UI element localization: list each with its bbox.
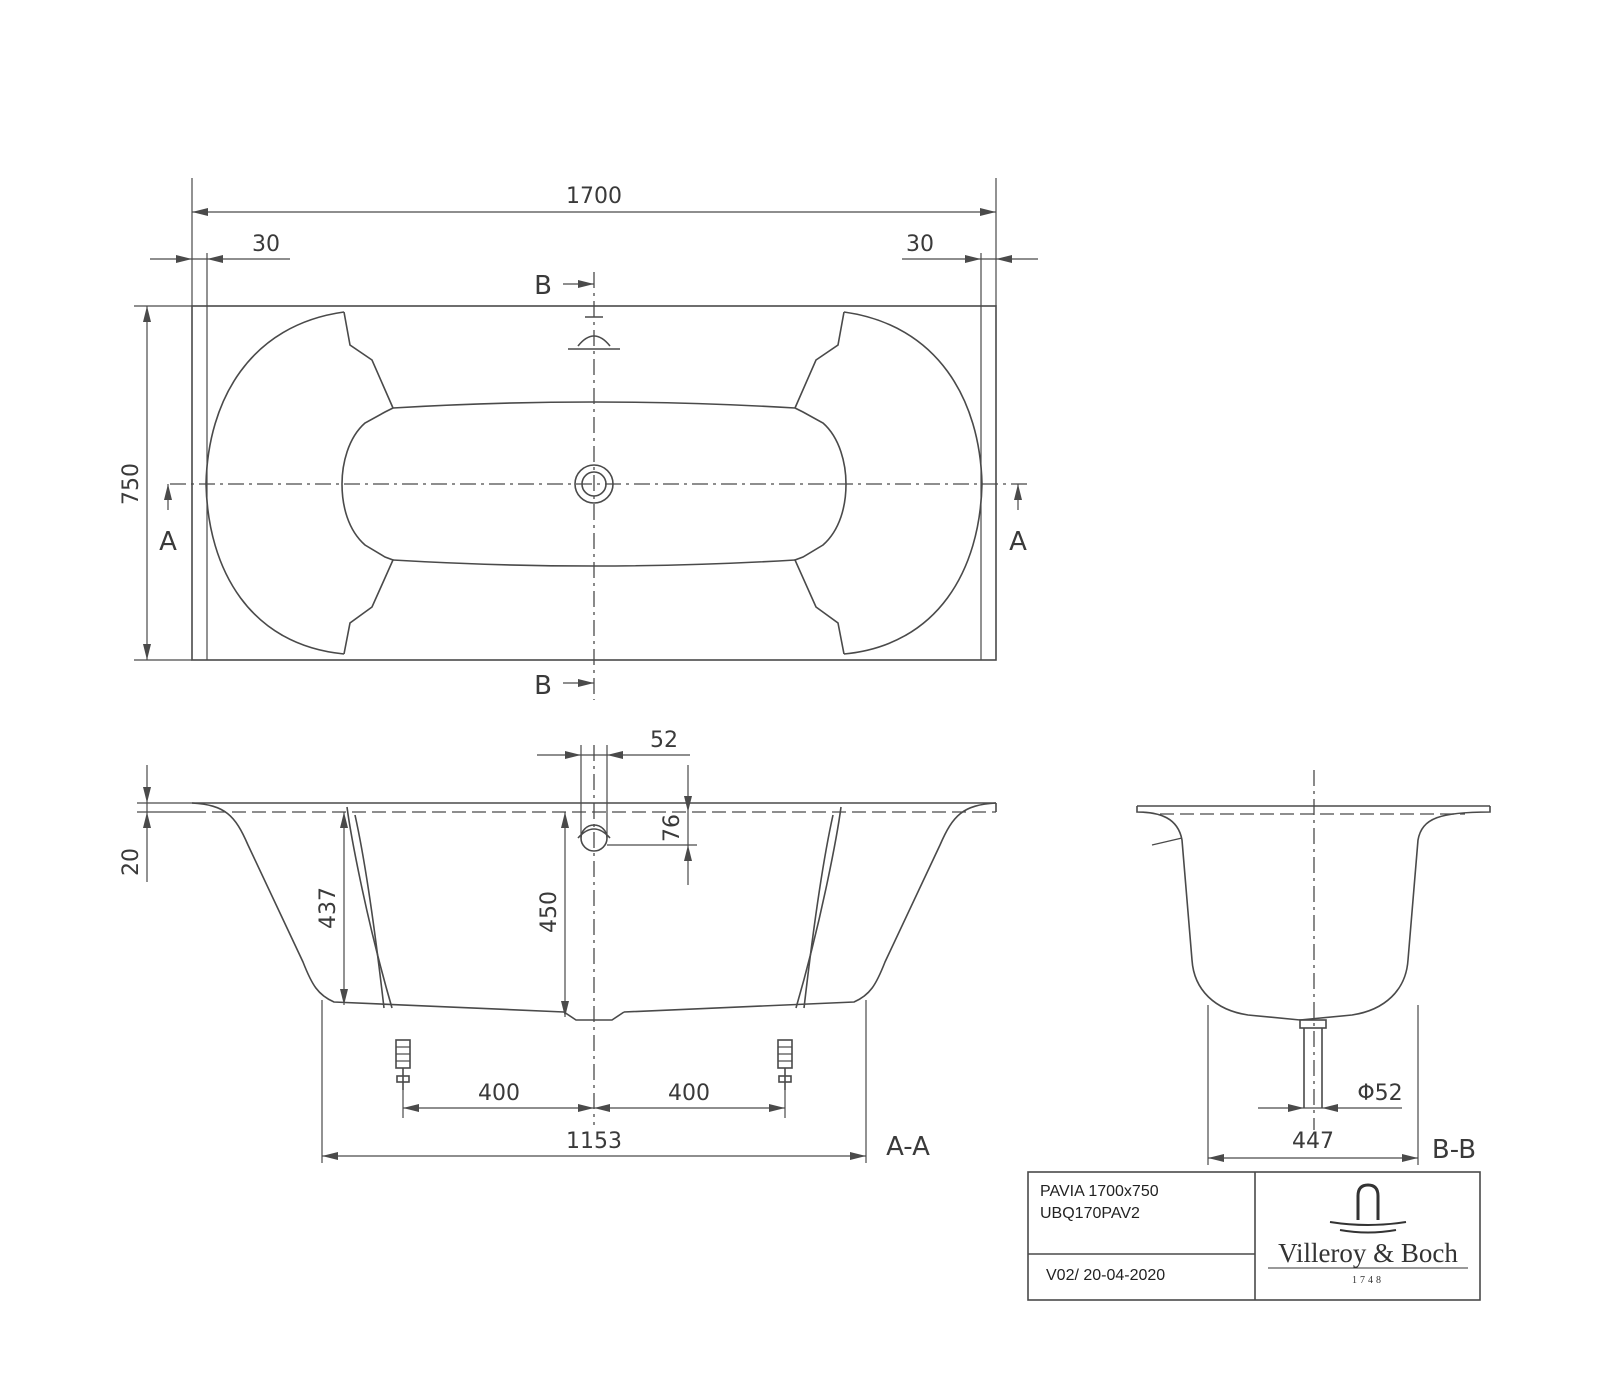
title-block: PAVIA 1700x750 UBQ170PAV2 V02/ 20-04-202… <box>1027 1171 1481 1301</box>
top-view: 1700 30 30 750 A A B B <box>119 178 1038 701</box>
section-aa-label: A-A <box>886 1132 930 1162</box>
tub-section-outline <box>191 802 565 1013</box>
dim-right-400: 400 <box>668 1081 710 1106</box>
left-foot-icon <box>395 1039 411 1090</box>
left-shell-outline <box>205 311 345 655</box>
product-code: UBQ170PAV2 <box>1040 1205 1140 1222</box>
dim-depth-437: 437 <box>316 887 341 929</box>
section-b-bottom: B <box>534 671 552 701</box>
dim-overflow-height: 76 <box>660 814 685 842</box>
tub-cross-section-outline <box>1136 806 1491 1021</box>
dim-width: 750 <box>119 463 144 505</box>
section-a-right: A <box>1009 527 1027 557</box>
brand-year: 1748 <box>1352 1275 1384 1286</box>
overflow-icon <box>577 335 611 347</box>
dim-right-offset: 30 <box>906 232 934 257</box>
tap-logo-icon <box>1356 1183 1380 1220</box>
dim-left-400: 400 <box>478 1081 520 1106</box>
version-date: V02/ 20-04-2020 <box>1046 1267 1165 1284</box>
dim-base-width-447: 447 <box>1292 1129 1334 1154</box>
section-aa: 52 76 20 437 450 <box>119 728 997 1163</box>
dim-depth-450: 450 <box>537 891 562 933</box>
dim-length: 1700 <box>566 184 622 209</box>
section-b-top: B <box>534 271 552 301</box>
section-bb: Φ52 447 B-B <box>1136 770 1491 1165</box>
brand-name: Villeroy & Boch <box>1278 1238 1458 1268</box>
dim-waste-diameter: Φ52 <box>1357 1081 1402 1106</box>
right-foot-icon <box>777 1039 793 1090</box>
right-shell-outline <box>843 311 983 655</box>
brand-logo: Villeroy & Boch 1748 <box>1268 1183 1468 1286</box>
drain-icon <box>574 464 614 504</box>
dim-rim: 20 <box>119 848 144 876</box>
product-name: PAVIA 1700x750 <box>1040 1183 1159 1200</box>
dim-overflow-width: 52 <box>650 728 678 753</box>
section-a-left: A <box>159 527 177 557</box>
dim-base-width-1153: 1153 <box>566 1129 622 1154</box>
section-bb-label: B-B <box>1432 1135 1476 1165</box>
dim-left-offset: 30 <box>252 232 280 257</box>
